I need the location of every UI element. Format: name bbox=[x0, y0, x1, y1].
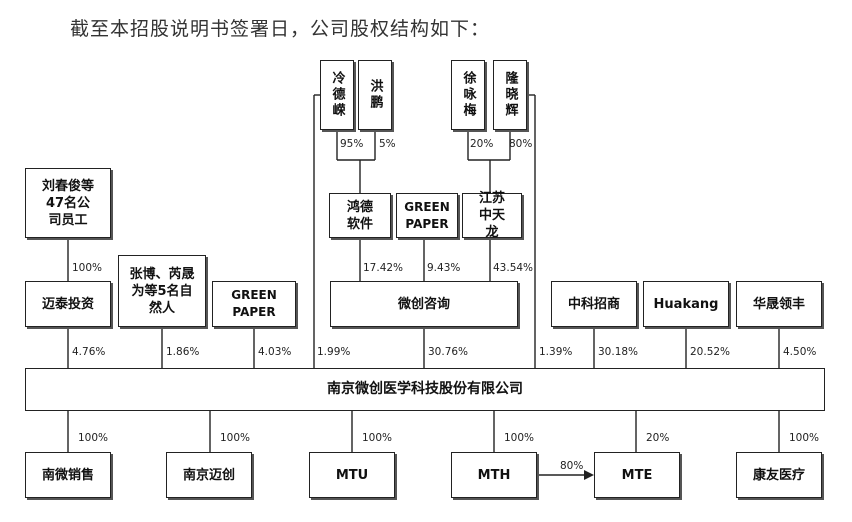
pct-company-mtu: 100% bbox=[362, 432, 393, 444]
pct-maitai-company: 4.76% bbox=[72, 346, 106, 358]
subsidiary-mtu: MTU bbox=[309, 452, 395, 498]
pct-company-maichuang: 100% bbox=[220, 432, 251, 444]
entity-weichuang-consulting: 微创咨询 bbox=[330, 281, 518, 327]
pct-p2-hongde: 5% bbox=[379, 138, 396, 150]
entity-zhongke-zhaoshang: 中科招商 bbox=[551, 281, 637, 327]
pct-zhangbo-company: 1.86% bbox=[166, 346, 200, 358]
subsidiary-mte: MTE bbox=[594, 452, 680, 498]
pct-huakang-company: 20.52% bbox=[690, 346, 731, 358]
subsidiary-nanwei-sales: 南微销售 bbox=[25, 452, 111, 498]
pct-company-kangyou: 100% bbox=[789, 432, 820, 444]
pct-zixun-company: 30.76% bbox=[428, 346, 469, 358]
pct-company-mte: 20% bbox=[646, 432, 670, 444]
pct-greenpaper-company: 4.03% bbox=[258, 346, 292, 358]
entity-huasheng-lingfeng: 华晟领丰 bbox=[736, 281, 822, 327]
subsidiary-kangyou-medical: 康友医疗 bbox=[736, 452, 822, 498]
pct-p1-hongde: 95% bbox=[340, 138, 364, 150]
entity-huakang: Huakang bbox=[643, 281, 729, 327]
entity-green-paper: GREEN PAPER bbox=[212, 281, 296, 327]
entity-green-paper-top: GREEN PAPER bbox=[396, 193, 458, 238]
pct-jiangsu-zixun: 43.54% bbox=[493, 262, 534, 274]
entity-jiangsu-zhongtianlong: 江苏中天龙 bbox=[462, 191, 522, 240]
person-xu-yongmei: 徐咏梅 bbox=[451, 60, 485, 130]
pct-p4-jiangsu: 80% bbox=[509, 138, 533, 150]
subsidiary-mth: MTH bbox=[451, 452, 537, 498]
pct-huasheng-company: 4.50% bbox=[783, 346, 817, 358]
pct-company-mth: 100% bbox=[504, 432, 535, 444]
person-hong-peng: 洪鹏 bbox=[358, 60, 392, 130]
pct-p3-jiangsu: 20% bbox=[470, 138, 494, 150]
pct-p3-company: 1.39% bbox=[539, 346, 573, 358]
pct-zhongke-company: 30.18% bbox=[598, 346, 639, 358]
entity-zhangbo-five-persons: 张博、芮晟为等5名自然人 bbox=[118, 255, 206, 327]
entity-maitai-investment: 迈泰投资 bbox=[25, 281, 111, 327]
company-main: 南京微创医学科技股份有限公司 bbox=[25, 368, 825, 411]
pct-greenpaper-zixun: 9.43% bbox=[427, 262, 461, 274]
entity-hongde-software: 鸿德软件 bbox=[329, 193, 391, 238]
pct-liuchunjun-maitai: 100% bbox=[72, 262, 103, 274]
pct-mth-mte: 80% bbox=[560, 460, 584, 472]
entity-liu-chunjun-employees: 刘春俊等47名公司员工 bbox=[25, 168, 111, 238]
pct-hongde-zixun: 17.42% bbox=[363, 262, 404, 274]
pct-company-nanwei: 100% bbox=[78, 432, 109, 444]
person-long-xiaohui: 隆晓辉 bbox=[493, 60, 527, 130]
diagram-caption: 截至本招股说明书签署日，公司股权结构如下： bbox=[70, 18, 491, 40]
subsidiary-nanjing-maichuang: 南京迈创 bbox=[166, 452, 252, 498]
pct-p1-company: 1.99% bbox=[317, 346, 351, 358]
person-leng-derong: 冷德嵘 bbox=[320, 60, 354, 130]
